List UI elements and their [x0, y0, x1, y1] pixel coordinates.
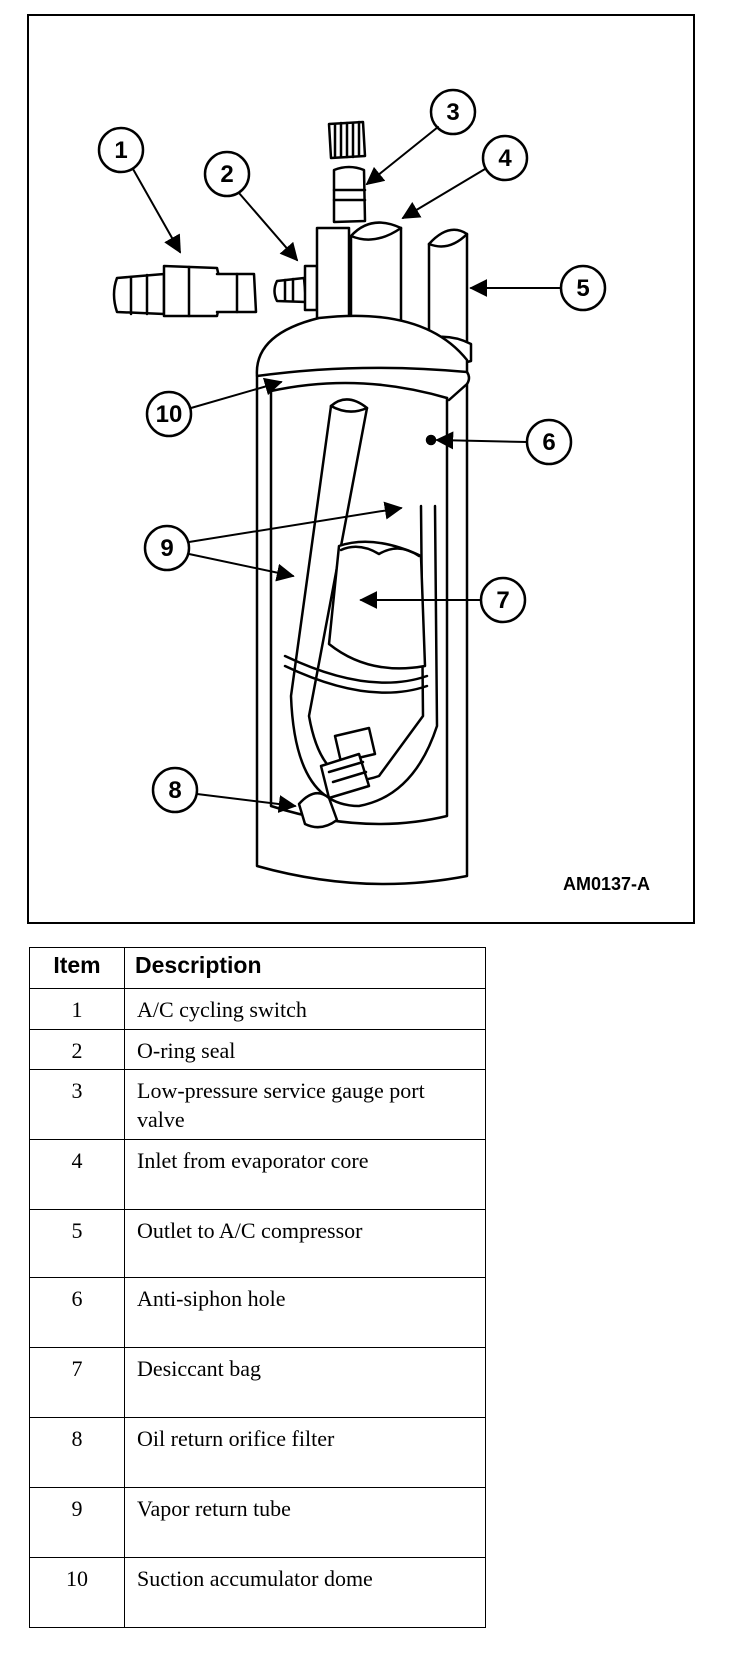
item-description: Desiccant bag	[124, 1347, 486, 1418]
svg-text:7: 7	[496, 587, 509, 614]
leader-1	[132, 168, 181, 254]
header-item: Item	[29, 947, 125, 989]
item-description: Anti-siphon hole	[124, 1277, 486, 1348]
legend-table: Item Description 1 A/C cycling switch 2 …	[29, 947, 486, 1628]
leader-9a	[188, 501, 403, 543]
accumulator-illustration: 1 2 3 4 5 6 7 8 9 10	[97, 88, 607, 886]
svg-text:3: 3	[446, 99, 459, 126]
orifice-filter	[297, 726, 377, 829]
leader-4	[401, 168, 486, 219]
leader-3	[365, 126, 439, 186]
table-row: 2 O-ring seal	[29, 1029, 486, 1070]
table-row: 5 Outlet to A/C compressor	[29, 1209, 486, 1278]
header-description: Description	[124, 947, 486, 989]
item-description: Outlet to A/C compressor	[124, 1209, 486, 1278]
svg-text:1: 1	[114, 137, 127, 164]
svg-text:2: 2	[220, 161, 233, 188]
callout-4: 4	[481, 134, 529, 182]
callout-1: 1	[97, 126, 145, 174]
table-row: 7 Desiccant bag	[29, 1347, 486, 1418]
callout-9: 9	[143, 524, 191, 572]
table-row: 3 Low-pressure service gauge port valve	[29, 1069, 486, 1140]
oring-fitting	[273, 226, 351, 325]
item-description: O-ring seal	[124, 1029, 486, 1070]
svg-text:4: 4	[498, 145, 512, 172]
item-number: 9	[29, 1487, 125, 1558]
table-row: 4 Inlet from evaporator core	[29, 1139, 486, 1210]
leader-2	[238, 192, 299, 262]
leader-6	[435, 431, 528, 450]
item-number: 7	[29, 1347, 125, 1418]
leader-10	[190, 377, 283, 409]
accumulator-diagram: 1 2 3 4 5 6 7 8 9 10 AM0137-A	[27, 14, 695, 924]
callout-8: 8	[151, 766, 199, 814]
item-description: Low-pressure service gauge port valve	[124, 1069, 486, 1140]
svg-text:9: 9	[160, 535, 173, 562]
svg-text:10: 10	[156, 401, 183, 428]
callout-6: 6	[525, 418, 573, 466]
item-description: Inlet from evaporator core	[124, 1139, 486, 1210]
item-description: Suction accumulator dome	[124, 1557, 486, 1628]
cycling-switch	[112, 264, 258, 318]
item-number: 10	[29, 1557, 125, 1628]
leader-8	[196, 793, 297, 813]
table-row: 10 Suction accumulator dome	[29, 1557, 486, 1628]
table-row: 9 Vapor return tube	[29, 1487, 486, 1558]
item-number: 5	[29, 1209, 125, 1278]
leader-lines	[132, 126, 562, 813]
table-row: 8 Oil return orifice filter	[29, 1417, 486, 1488]
callout-7: 7	[479, 576, 527, 624]
item-number: 2	[29, 1029, 125, 1070]
item-description: Oil return orifice filter	[124, 1417, 486, 1488]
item-number: 8	[29, 1417, 125, 1488]
item-number: 6	[29, 1277, 125, 1348]
figure-id-code: AM0137-A	[563, 874, 651, 894]
item-description: Vapor return tube	[124, 1487, 486, 1558]
item-number: 4	[29, 1139, 125, 1210]
item-description: A/C cycling switch	[124, 988, 486, 1030]
table-row: 1 A/C cycling switch	[29, 988, 486, 1030]
item-number: 3	[29, 1069, 125, 1140]
svg-text:6: 6	[542, 429, 555, 456]
legend-header-row: Item Description	[29, 947, 486, 989]
table-row: 6 Anti-siphon hole	[29, 1277, 486, 1348]
svg-text:8: 8	[168, 777, 181, 804]
callout-3: 3	[429, 88, 477, 136]
leader-9b	[188, 553, 295, 582]
item-number: 1	[29, 988, 125, 1030]
callout-10: 10	[145, 390, 193, 438]
callout-2: 2	[203, 150, 251, 198]
callout-5: 5	[559, 264, 607, 312]
svg-text:5: 5	[576, 275, 589, 302]
service-valve	[327, 120, 367, 224]
